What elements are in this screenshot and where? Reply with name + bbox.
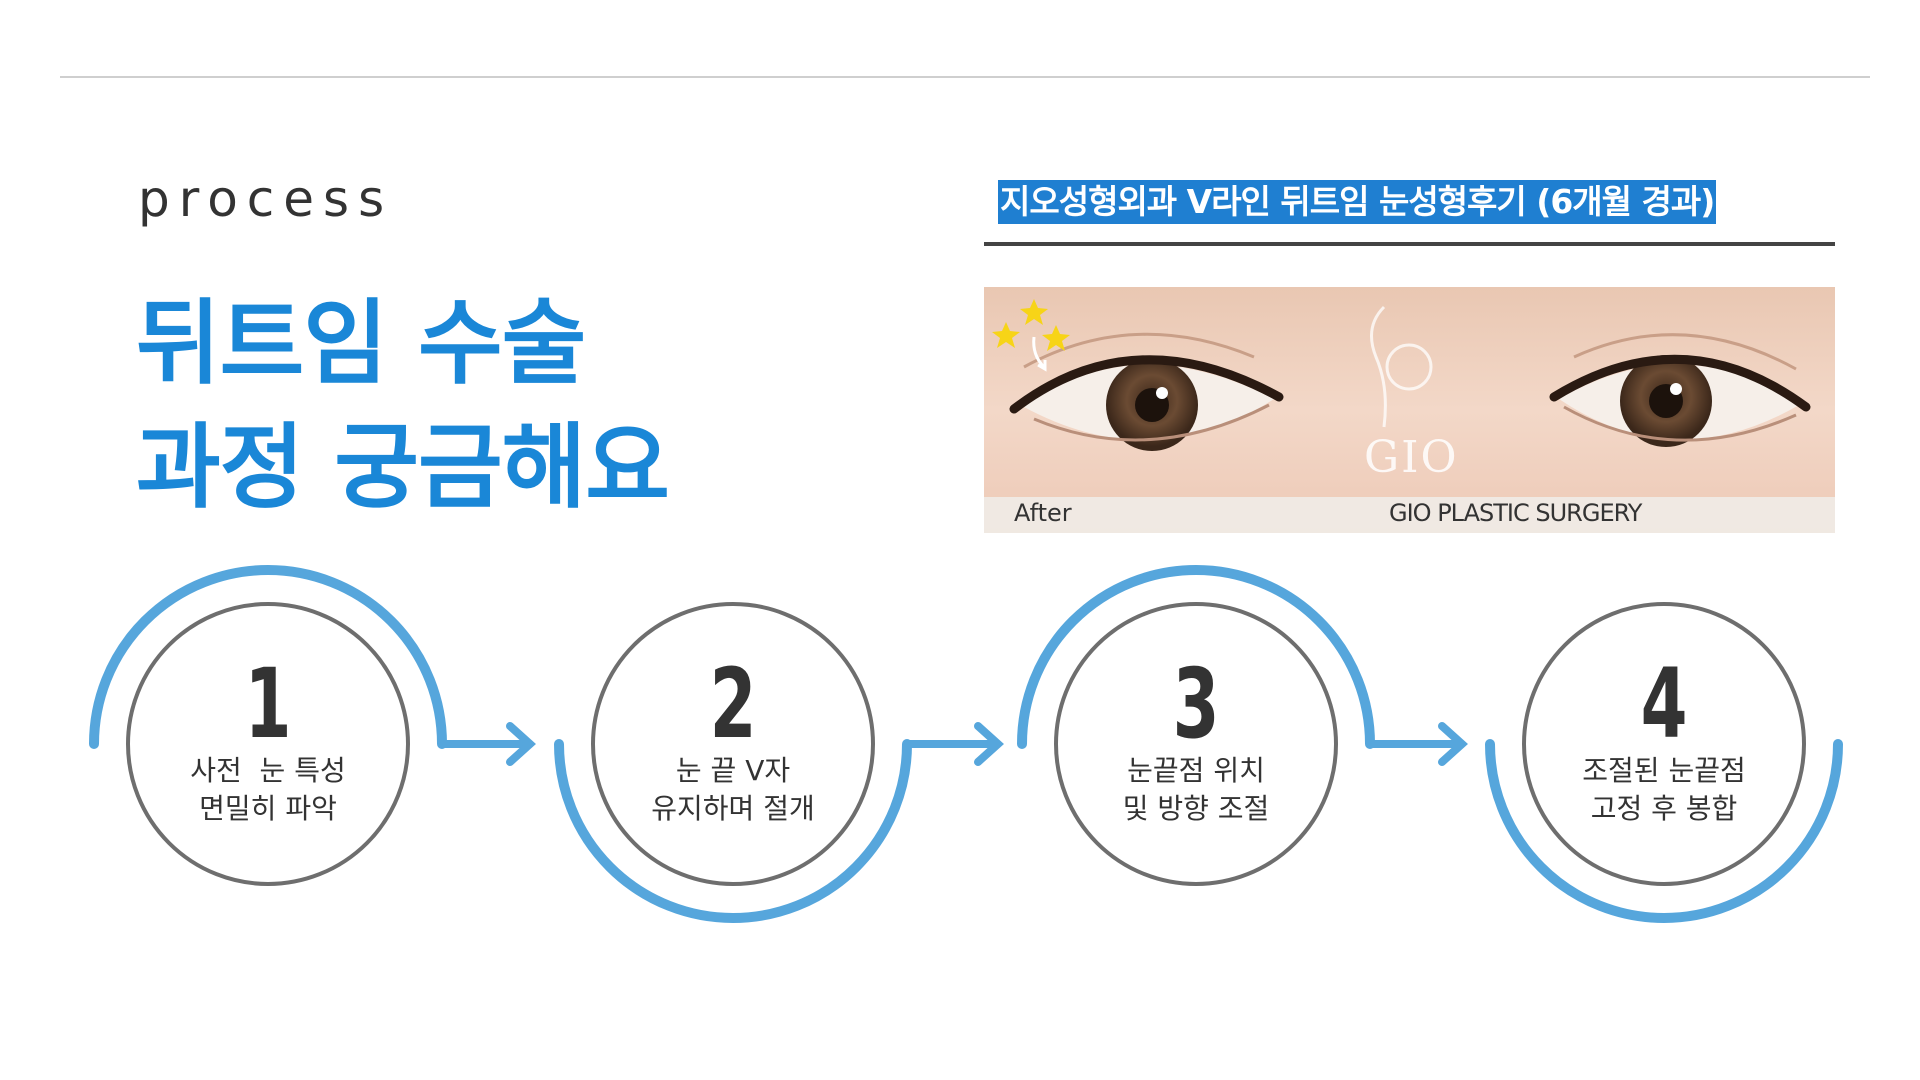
- step-1-line2: 면밀히 파악: [199, 792, 337, 825]
- brand-logo: GIO: [1364, 432, 1459, 483]
- eye-illustration: [984, 287, 1835, 533]
- step-3-line1: 눈끝점 위치: [1127, 754, 1265, 787]
- brand-caption: GIO PLASTIC SURGERY: [1389, 499, 1642, 527]
- step-4-circle: [1522, 602, 1806, 886]
- step-3-line2: 및 방향 조절: [1122, 792, 1270, 825]
- step-4-line1: 조절된 눈끝점: [1582, 754, 1746, 787]
- photo-divider: [984, 242, 1835, 246]
- step-1-line1: 사전 눈 특성: [190, 754, 346, 787]
- step-2-number: 2: [709, 648, 757, 760]
- step-4-line2: 고정 후 봉합: [1590, 792, 1738, 825]
- page-title-line1: 뒤트임 수술: [136, 290, 586, 397]
- page-title: 뒤트임 수술 과정 궁금해요: [136, 282, 670, 530]
- arrow-right-icon: [903, 722, 1004, 766]
- step-2-text: 눈 끝 V자 유지하며 절개: [603, 752, 863, 828]
- photo-caption-bar: After GIO PLASTIC SURGERY: [984, 497, 1835, 533]
- after-label: After: [1014, 499, 1072, 527]
- page-title-line2: 과정 궁금해요: [136, 414, 670, 521]
- photo-title: 지오성형외과 V라인 뒤트임 눈성형후기 (6개월 경과): [998, 180, 1717, 224]
- step-1-circle: [126, 602, 410, 886]
- step-1-arc: [89, 565, 447, 749]
- step-2-line1: 눈 끝 V자: [675, 754, 791, 787]
- step-4-arc: [1485, 739, 1843, 923]
- star-icon: [992, 299, 1070, 372]
- step-3-arc: [1017, 565, 1375, 749]
- step-3-text: 눈끝점 위치 및 방향 조절: [1066, 752, 1326, 828]
- step-3-number: 3: [1172, 648, 1220, 760]
- arrow-right-icon: [438, 722, 536, 766]
- step-4-text: 조절된 눈끝점 고정 후 봉합: [1534, 752, 1794, 828]
- step-2-arc: [554, 739, 912, 923]
- step-1-text: 사전 눈 특성 면밀히 파악: [138, 752, 398, 828]
- step-4-number: 4: [1640, 648, 1688, 760]
- top-divider: [60, 76, 1870, 78]
- eye-after-photo: GIO After GIO PLASTIC SURGERY: [984, 287, 1835, 533]
- arrow-right-icon: [1366, 722, 1468, 766]
- step-3-circle: [1054, 602, 1338, 886]
- step-1-number: 1: [244, 648, 292, 760]
- step-2-circle: [591, 602, 875, 886]
- step-2-line2: 유지하며 절개: [651, 792, 815, 825]
- section-label: process: [138, 170, 394, 228]
